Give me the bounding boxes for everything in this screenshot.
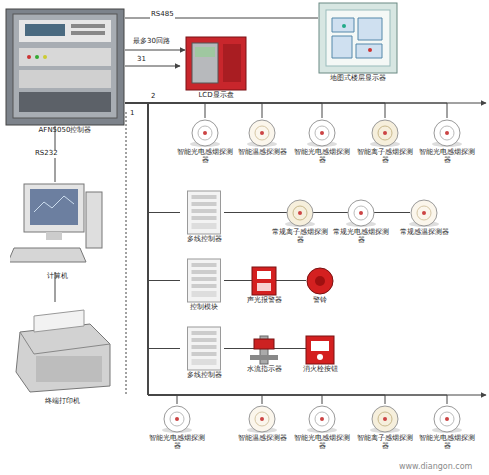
signal-name: RS232	[34, 150, 59, 158]
device-label: 智能光电感烟探测器	[294, 148, 350, 164]
device-illustration	[333, 198, 389, 228]
device-node: 智能光电感烟探测器	[419, 404, 475, 450]
callout-number: 最多30回路	[132, 38, 171, 46]
wire-connector	[125, 103, 322, 404]
wire-connector	[125, 50, 185, 51]
device-node: 消火栓按钮	[292, 335, 348, 373]
device-label: 警铃	[292, 296, 348, 304]
device-illustration	[396, 198, 452, 228]
device-label: 智能光电感烟探测器	[294, 434, 350, 450]
wire-connector	[125, 103, 180, 281]
device-node: 智能光电感烟探测器	[149, 404, 205, 450]
device-label: 智能光电感烟探测器	[177, 148, 233, 164]
device-node: 常规感温探测器	[396, 198, 452, 236]
device-illustration	[294, 118, 350, 148]
device-illustration	[180, 326, 228, 371]
device-node: 声光报警器	[236, 266, 292, 304]
device-illustration	[292, 335, 348, 365]
callout-number: 1	[129, 110, 135, 118]
wire-connector	[224, 212, 410, 213]
device-illustration	[180, 258, 228, 303]
device-node: 计算机	[10, 182, 105, 280]
device-node: 智能光电感烟探测器	[419, 118, 475, 164]
device-label: 地图式楼层显示器	[318, 74, 398, 82]
wire-connector	[125, 103, 322, 118]
wire-connector	[125, 103, 447, 404]
device-label: LCD显示盘	[185, 91, 247, 99]
device-label: 智能离子感烟探测器	[357, 148, 413, 164]
device-node: 控制模块	[180, 258, 228, 311]
device-label: 水流指示器	[236, 365, 292, 373]
device-label: 智能温感探测器	[234, 434, 290, 442]
device-illustration	[234, 118, 290, 148]
device-node: 警铃	[292, 266, 348, 304]
device-illustration	[294, 404, 350, 434]
device-illustration	[318, 2, 398, 74]
device-node: 智能温感探测器	[234, 404, 290, 442]
loop-line	[126, 112, 127, 395]
signal-name: RS485	[150, 11, 175, 19]
device-label: 智能离子感烟探测器	[357, 434, 413, 450]
device-illustration	[272, 198, 328, 228]
device-illustration	[149, 404, 205, 434]
wire-connector	[125, 103, 180, 349]
device-illustration	[419, 118, 475, 148]
wire-connector	[125, 103, 262, 118]
device-illustration	[177, 118, 233, 148]
device-node: 智能光电感烟探测器	[177, 118, 233, 164]
device-illustration	[180, 190, 228, 235]
device-node: 常规光电感烟探测器	[333, 198, 389, 244]
device-node: 智能光电感烟探测器	[294, 404, 350, 450]
device-label: 智能光电感烟探测器	[149, 434, 205, 450]
wire-connector	[125, 103, 385, 118]
device-label: 控制模块	[180, 303, 228, 311]
device-label: 常规光电感烟探测器	[333, 228, 389, 244]
device-label: 常规感温探测器	[396, 228, 452, 236]
watermark: www.diangon.com	[398, 463, 473, 472]
device-node: 水流指示器	[236, 335, 292, 373]
device-node: 终端打印机	[10, 302, 115, 405]
device-label: 声光报警器	[236, 296, 292, 304]
wire-connector	[125, 103, 205, 118]
device-illustration	[292, 266, 348, 296]
device-node: 智能离子感烟探测器	[357, 118, 413, 164]
device-illustration	[236, 266, 292, 296]
device-illustration	[357, 118, 413, 148]
device-illustration	[10, 182, 105, 272]
wire-connector	[125, 103, 447, 118]
device-label: 多线控制器	[180, 371, 228, 379]
callout-number: 31	[136, 56, 147, 64]
device-label: 智能光电感烟探测器	[419, 148, 475, 164]
device-node: 地图式楼层显示器	[318, 2, 398, 82]
loop-line	[125, 66, 180, 67]
device-illustration	[357, 404, 413, 434]
device-illustration	[10, 302, 115, 397]
device-illustration	[419, 404, 475, 434]
device-label: 智能光电感烟探测器	[419, 434, 475, 450]
device-illustration	[234, 404, 290, 434]
device-node: 多线控制器	[180, 190, 228, 243]
device-label: 计算机	[10, 272, 105, 280]
device-label: 终端打印机	[10, 397, 115, 405]
device-label: 智能温感探测器	[234, 148, 290, 156]
device-node: 智能温感探测器	[234, 118, 290, 156]
device-label: AFN5050控制器	[5, 126, 125, 134]
device-node: LCD显示盘	[185, 36, 247, 99]
device-label: 多线控制器	[180, 235, 228, 243]
device-node: AFN5050控制器	[5, 8, 125, 134]
device-illustration	[185, 36, 247, 91]
device-node: 多线控制器	[180, 326, 228, 379]
wire-connector	[125, 103, 180, 213]
device-node: 常规离子感烟探测器	[272, 198, 328, 244]
wire-connector	[125, 103, 385, 404]
device-illustration	[5, 8, 125, 126]
device-node: 智能离子感烟探测器	[357, 404, 413, 450]
device-node: 智能光电感烟探测器	[294, 118, 350, 164]
wire-connector	[125, 103, 177, 404]
device-illustration	[236, 335, 292, 365]
device-label: 常规离子感烟探测器	[272, 228, 328, 244]
device-label: 消火栓按钮	[292, 365, 348, 373]
callout-number: 2	[150, 93, 156, 101]
